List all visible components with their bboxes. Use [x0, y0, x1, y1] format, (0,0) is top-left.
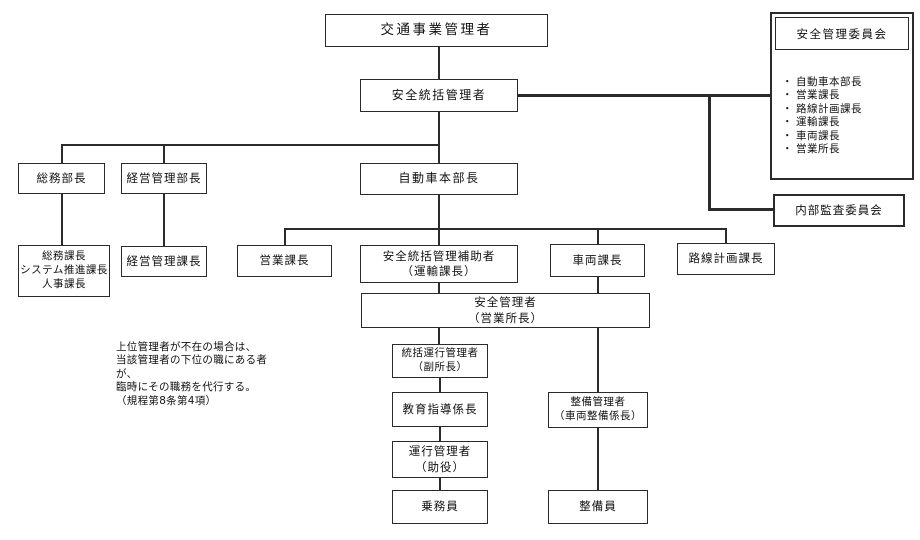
node-operation-manager: 運行管理者 （助役） [392, 441, 488, 478]
node-sales-section-chief: 営業課長 [237, 245, 332, 277]
connector-top-row-rail [61, 144, 439, 146]
committee-member-item: ・運輸課長 [782, 116, 862, 129]
connector-maintenance-to-staff [597, 428, 599, 490]
connector-op-manager-to-crew [439, 478, 441, 490]
connector-safety-gm-down [438, 112, 440, 144]
committee-member-label: 営業所長 [796, 143, 840, 156]
node-automobile-division-head: 自動車本部長 [360, 163, 518, 195]
connector-assistant-to-safety-manager [438, 283, 440, 293]
committee-member-label: 自動車本部長 [796, 76, 862, 88]
committee-member-label: 営業課長 [796, 89, 840, 102]
node-safety-general-manager: 安全統括管理者 [360, 79, 518, 112]
node-maintenance-staff: 整備員 [548, 490, 648, 524]
connector-drop-general-affairs [61, 144, 63, 164]
node-maintenance-manager: 整備管理者 （車両整備係長） [548, 392, 648, 428]
bullet-marker: ・ [782, 143, 793, 156]
connector-business-admin-to-section [163, 194, 165, 246]
committee-member-item: ・自動車本部長 [782, 76, 862, 89]
bullet-marker: ・ [782, 102, 793, 115]
node-vehicle-section-chief: 車両課長 [550, 244, 645, 277]
connector-safety-manager-to-chief-op [438, 328, 440, 344]
connector-education-to-op-manager [439, 427, 441, 441]
committee-member-item: ・車両課長 [782, 130, 862, 143]
connector-safety-gm-to-committee [518, 94, 770, 97]
committee-member-item: ・営業課長 [782, 89, 862, 102]
node-safety-manager: 安全管理者 （営業所長） [361, 293, 650, 328]
committee-member-label: 運輸課長 [796, 116, 840, 129]
node-chief-operation-manager: 統括運行管理者 （副所長） [392, 344, 488, 378]
connector-general-affairs-to-sections [61, 194, 63, 245]
connector-drop-sales-chief [284, 228, 286, 245]
node-general-affairs-dept-head: 総務部長 [18, 163, 105, 194]
committee-member-item: ・営業所長 [782, 143, 862, 156]
connector-division-down [438, 195, 440, 228]
node-business-admin-dept-head: 経営管理部長 [121, 163, 207, 194]
node-general-affairs-section-chiefs: 総務課長 システム推進課長 人事課長 [18, 245, 110, 297]
connector-vehicle-to-safety-manager [597, 277, 599, 293]
connector-committee-branch-down [708, 95, 711, 210]
node-transport-business-manager: 交通事業管理者 [325, 14, 548, 47]
connector-branch-to-audit-committee [708, 208, 773, 211]
committee-member-label: 車両課長 [796, 129, 840, 142]
bullet-marker: ・ [782, 129, 793, 142]
connector-division-row-rail [284, 228, 726, 230]
connector-safety-manager-to-maintenance [597, 328, 599, 392]
node-safety-general-manager-assistant: 安全統括管理補助者 （運輸課長） [360, 245, 518, 283]
node-internal-audit-committee: 内部監査委員会 [773, 194, 905, 227]
connector-chief-op-to-education [439, 378, 441, 392]
bullet-marker: ・ [782, 89, 793, 102]
safety-committee-panel: 安全管理委員会 ・自動車本部長 ・営業課長 ・路線計画課長 ・運輸課長 ・車両課… [770, 12, 914, 180]
committee-member-label: 路線計画課長 [796, 102, 862, 115]
connector-drop-automobile-division [438, 144, 440, 164]
connector-drop-route-planning [725, 228, 727, 243]
connector-ceo-to-safety-gm [438, 47, 440, 79]
connector-drop-assistant [438, 228, 440, 245]
node-education-guidance-chief: 教育指導係長 [392, 392, 488, 427]
committee-member-item: ・路線計画課長 [782, 103, 862, 116]
connector-drop-business-admin [163, 144, 165, 164]
bullet-marker: ・ [782, 76, 793, 88]
node-business-admin-section-chief: 経営管理課長 [121, 246, 207, 277]
safety-committee-title: 安全管理委員会 [775, 17, 909, 50]
node-route-planning-section-chief: 路線計画課長 [677, 243, 775, 275]
bullet-marker: ・ [782, 116, 793, 129]
safety-committee-member-list: ・自動車本部長 ・営業課長 ・路線計画課長 ・運輸課長 ・車両課長 ・営業所長 [782, 76, 862, 156]
connector-drop-vehicle-chief [597, 228, 599, 244]
node-crew-member: 乗務員 [392, 490, 488, 524]
deputizing-rule-note: 上位管理者が不在の場合は、 当該管理者の下位の職にある者 が、 臨時にその職務を… [116, 341, 268, 407]
